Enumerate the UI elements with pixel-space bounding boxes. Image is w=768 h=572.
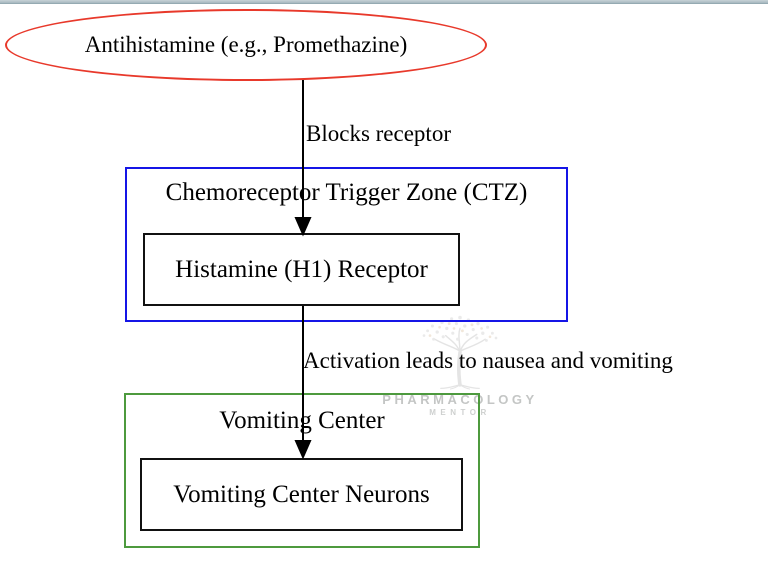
- pharmacology-mentor-watermark: PHARMACOLOGY MENTOR: [380, 310, 540, 420]
- node-h1-receptor-label: Histamine (H1) Receptor: [175, 255, 428, 283]
- edge-label-activation: Activation leads to nausea and vomiting: [303, 348, 673, 373]
- cluster-ctz-label: Chemoreceptor Trigger Zone (CTZ): [165, 179, 528, 206]
- node-h1-receptor: Histamine (H1) Receptor: [143, 233, 460, 306]
- node-vomiting-center-neurons-label: Vomiting Center Neurons: [173, 480, 430, 508]
- edge-label-blocks-receptor: Blocks receptor: [306, 121, 451, 146]
- cluster-vomiting-center-label: Vomiting Center: [219, 407, 385, 434]
- cluster-ctz: Chemoreceptor Trigger Zone (CTZ): [125, 167, 568, 322]
- node-vomiting-center-neurons: Vomiting Center Neurons: [140, 458, 463, 531]
- watermark-brand-subtext: MENTOR: [429, 408, 491, 417]
- node-antihistamine-label: Antihistamine (e.g., Promethazine): [84, 32, 408, 57]
- tree-icon: [422, 315, 498, 390]
- slide-top-border: [0, 0, 768, 4]
- node-antihistamine: Antihistamine (e.g., Promethazine): [5, 9, 487, 81]
- watermark-brand-text: PHARMACOLOGY: [382, 392, 538, 407]
